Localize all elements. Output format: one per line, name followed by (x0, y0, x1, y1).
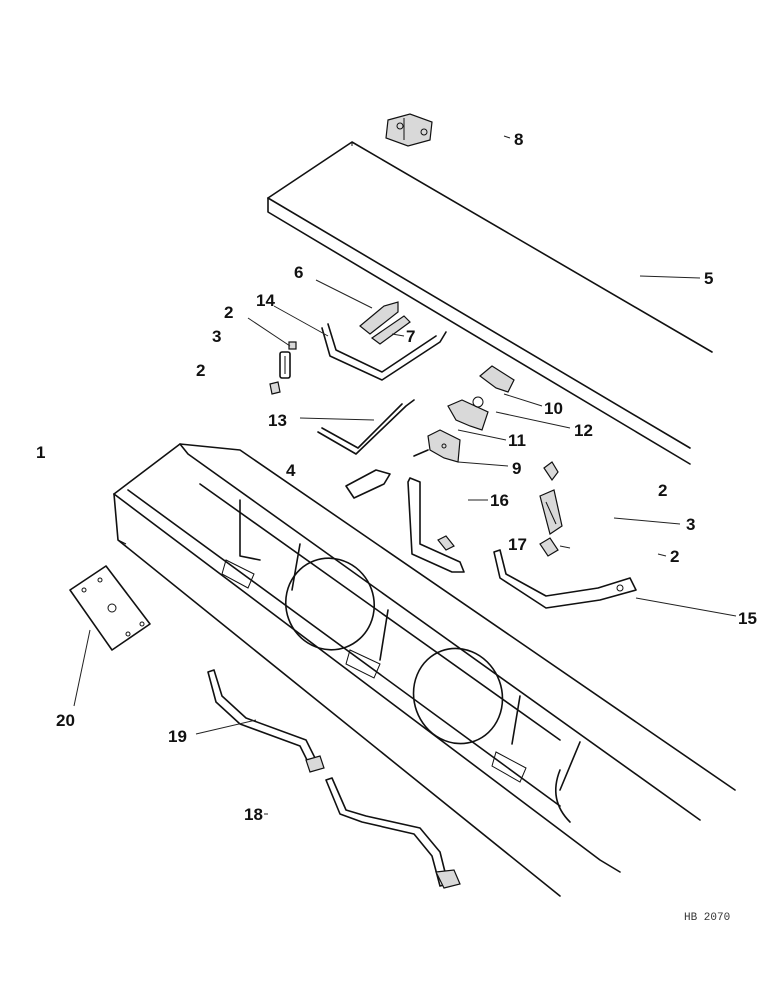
callout-label: 3 (212, 327, 221, 346)
strap-upper-part (207, 669, 325, 773)
callout-label: 13 (268, 411, 287, 430)
callout-label: 5 (704, 269, 713, 288)
hinge-bracket-part (359, 301, 411, 345)
callout-labels: 8 5 6 14 2 7 3 2 10 12 13 11 1 9 4 2 16 … (36, 130, 757, 824)
lid-support-part (321, 323, 447, 381)
rod-part (317, 399, 415, 455)
callout-label: 20 (56, 711, 75, 730)
callout-label: 4 (286, 461, 296, 480)
plate-part (69, 565, 151, 651)
hinge-part (385, 113, 433, 147)
callout-label: 10 (544, 399, 563, 418)
arm-part (493, 549, 637, 609)
callout-label: 11 (508, 431, 526, 450)
callout-label: 17 (508, 535, 527, 554)
small-parts-left (269, 341, 297, 395)
callout-label: 15 (738, 609, 757, 628)
callout-label: 7 (406, 327, 415, 346)
callout-label: 18 (244, 805, 263, 824)
leader-lines (73, 135, 737, 815)
strap-lower-part (325, 777, 461, 889)
bracket-part (345, 469, 465, 573)
hopper-box-part (113, 443, 736, 897)
drawing-reference: HB 2070 (684, 912, 730, 924)
callout-label: 8 (514, 130, 523, 149)
callout-label: 2 (658, 481, 667, 500)
callout-label: 6 (294, 263, 303, 282)
callout-label: 2 (224, 303, 233, 322)
callout-label: 19 (168, 727, 187, 746)
callout-label: 16 (490, 491, 509, 510)
lid-board-part (267, 141, 713, 465)
callout-label: 3 (686, 515, 695, 534)
latch-parts (413, 365, 515, 463)
callout-label: 14 (256, 291, 275, 310)
callout-label: 12 (574, 421, 593, 440)
callout-label: 1 (36, 443, 45, 462)
callout-label: 2 (196, 361, 205, 380)
small-parts-right (539, 461, 563, 557)
callout-label: 2 (670, 547, 679, 566)
callout-label: 9 (512, 459, 521, 478)
